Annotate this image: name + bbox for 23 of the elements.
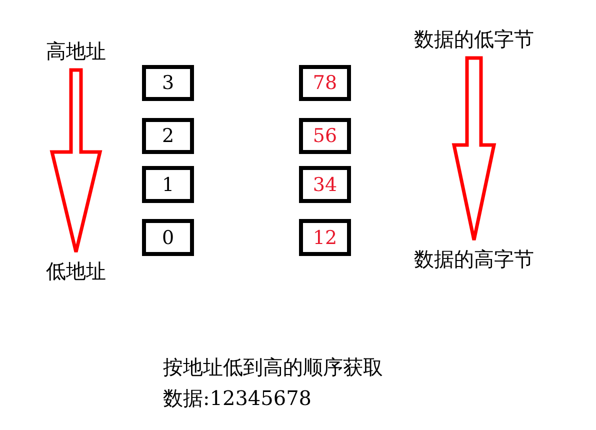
address-label: 高地址 (46, 38, 106, 64)
address-label: 数据的低字节 (414, 26, 534, 52)
byte-value: 12 (312, 226, 338, 248)
block-arrow (50, 68, 102, 254)
memory-cell (299, 65, 351, 101)
caption: 按地址低到高的顺序获取数据:12345678 (163, 354, 384, 412)
memory-cell (142, 65, 194, 101)
memory-cell (299, 118, 351, 154)
memory-cell (299, 219, 351, 256)
memory-cell (142, 166, 194, 203)
address-value: 3 (162, 72, 174, 94)
memory-cell (299, 166, 351, 203)
block-arrow (452, 56, 496, 242)
address-value: 0 (162, 226, 174, 248)
byte-value: 34 (312, 174, 338, 196)
address-value: 2 (162, 125, 174, 147)
address-label: 低地址 (46, 258, 106, 284)
memory-cell (142, 219, 194, 256)
byte-value: 78 (312, 72, 338, 94)
address-value: 1 (162, 174, 174, 196)
memory-cell (142, 118, 194, 154)
address-label: 数据的高字节 (414, 246, 534, 272)
byte-value: 56 (312, 125, 338, 147)
